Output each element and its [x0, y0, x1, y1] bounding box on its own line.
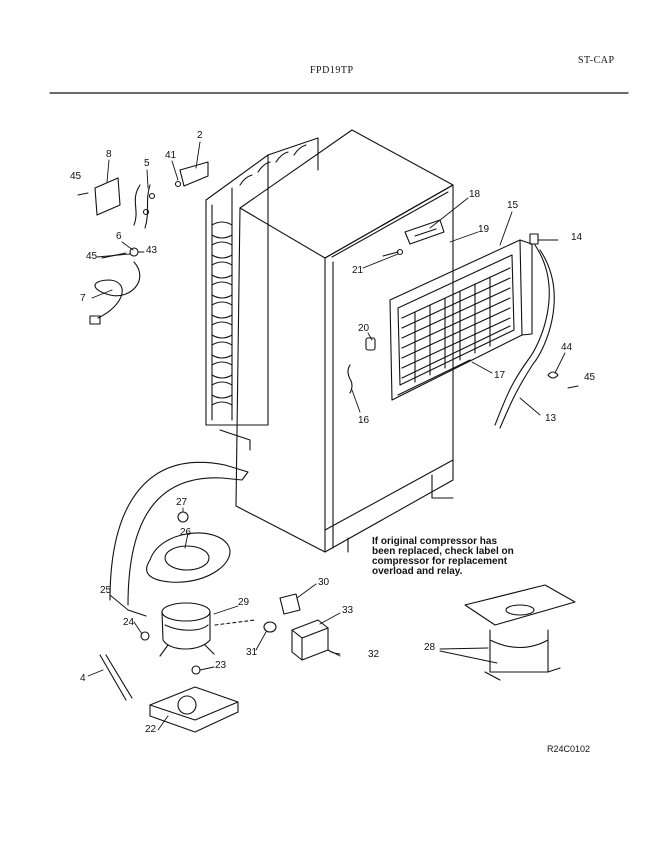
callout-6: 6	[116, 231, 122, 242]
drain-hose	[109, 461, 249, 606]
callout-5: 5	[144, 158, 150, 169]
callout-13: 13	[545, 413, 557, 424]
note-line: overload and relay.	[372, 566, 463, 577]
note-line: If original compressor has	[372, 536, 498, 547]
evaporator-assembly	[347, 219, 579, 429]
replacement-note: If original compressor has been replaced…	[372, 537, 572, 577]
callout-26: 26	[180, 527, 192, 538]
callout-41: 41	[165, 150, 177, 161]
callout-43: 43	[146, 245, 158, 256]
callout-31: 31	[246, 647, 258, 658]
callout-28: 28	[424, 642, 436, 653]
section-code: ST-CAP	[578, 55, 615, 66]
callout-45-top: 45	[70, 171, 82, 182]
leader-lines	[87, 141, 566, 731]
callout-45-right: 45	[584, 372, 596, 383]
callout-8: 8	[106, 149, 112, 160]
compressor-assembly	[99, 511, 341, 733]
callout-45-left: 45	[86, 251, 98, 262]
callout-16: 16	[358, 415, 370, 426]
callout-44: 44	[561, 342, 573, 353]
callout-15: 15	[507, 200, 519, 211]
condenser-coil	[205, 137, 319, 451]
callout-17: 17	[494, 370, 506, 381]
callout-18: 18	[469, 189, 481, 200]
callout-24: 24	[123, 617, 135, 628]
callout-4: 4	[80, 673, 86, 684]
callout-21: 21	[352, 265, 364, 276]
callout-20: 20	[358, 323, 370, 334]
callout-25: 25	[100, 585, 112, 596]
callout-14: 14	[571, 232, 583, 243]
callout-2: 2	[197, 130, 203, 141]
callout-19: 19	[478, 224, 490, 235]
model-number: FPD19TP	[310, 65, 354, 76]
callout-33: 33	[342, 605, 354, 616]
alternate-compressor	[464, 584, 576, 681]
callout-22: 22	[145, 724, 157, 735]
callout-23: 23	[215, 660, 227, 671]
callout-27: 27	[176, 497, 188, 508]
callout-29: 29	[238, 597, 250, 608]
left-small-parts	[77, 161, 209, 325]
callout-30: 30	[318, 577, 330, 588]
note-line: compressor for replacement	[372, 556, 508, 567]
diagram-code: R24C0102	[547, 744, 591, 754]
callout-7: 7	[80, 293, 86, 304]
callout-32: 32	[368, 649, 380, 660]
refrigerator-cabinet	[235, 129, 454, 553]
note-line: been replaced, check label on	[372, 546, 514, 557]
